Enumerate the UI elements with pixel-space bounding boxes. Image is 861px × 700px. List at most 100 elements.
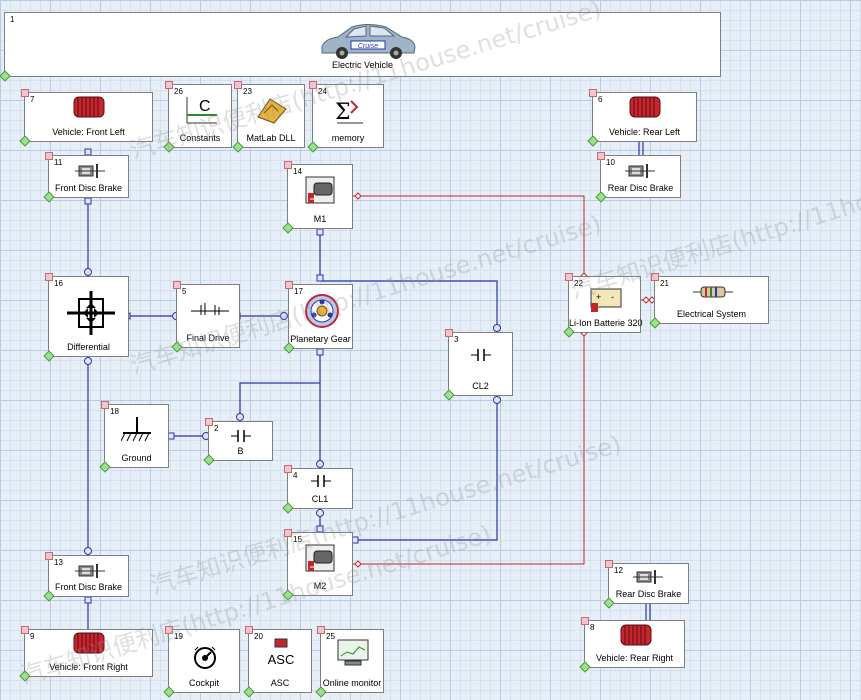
constants-letter: C (199, 98, 211, 115)
block-number: 2 (214, 424, 219, 433)
svg-text:+: + (596, 292, 601, 302)
clutch-icon (231, 430, 251, 442)
flag-icon (21, 626, 29, 634)
block-front-right-wheel[interactable]: 9 Vehicle: Front Right (19, 626, 153, 682)
block-planetary-gear[interactable]: 17 Planetary Gear (283, 281, 353, 354)
wheel-icon (629, 96, 661, 118)
block-label: CL2 (472, 381, 489, 391)
block-label: memory (331, 133, 365, 143)
block-front-left-wheel[interactable]: 7 Vehicle: Front Left (19, 89, 153, 147)
clutch-icon (311, 475, 331, 487)
flag-icon (589, 89, 597, 97)
block-number: 22 (574, 279, 583, 288)
flag-icon (284, 161, 292, 169)
flag-icon (284, 465, 292, 473)
block-label: M1 (313, 214, 327, 224)
block-number: 18 (110, 407, 119, 416)
block-number: 25 (326, 632, 335, 641)
logo-text: Cruise (358, 43, 378, 50)
flag-icon (165, 81, 173, 89)
block-rear-right-wheel[interactable]: 8 Vehicle: Rear Right (579, 617, 685, 673)
block-clutch-cl1[interactable]: 4 CL1 (282, 465, 353, 514)
wheel-icon (620, 624, 652, 646)
block-rear-left-wheel[interactable]: 6 Vehicle: Rear Left (587, 89, 697, 147)
flag-icon (45, 273, 53, 281)
block-front-disc-brake[interactable]: 11 Front Disc Brake (43, 152, 129, 203)
title-block[interactable]: 1 Cruise Electric Vehicle (0, 12, 721, 82)
block-clutch-cl2[interactable]: 3 CL2 (443, 329, 513, 401)
flag-icon (101, 401, 109, 409)
block-number: 7 (30, 95, 35, 104)
block-number: 8 (590, 623, 595, 632)
block-asc[interactable]: 20 ASC ASC (243, 626, 312, 698)
block-label: Constants (179, 133, 221, 143)
block-label: Vehicle: Rear Left (608, 127, 681, 137)
block-final-drive[interactable]: 5 Final Drive (171, 281, 240, 353)
final-drive-icon (191, 303, 229, 315)
block-label: Front Disc Brake (54, 183, 123, 193)
block-ground[interactable]: 18 Ground (99, 401, 169, 473)
block-online-monitor[interactable]: 25 Online monitor (315, 626, 384, 698)
block-matlab-dll[interactable]: 23 MatLab DLL (232, 81, 305, 153)
wheel-icon (73, 96, 105, 118)
block-number: 13 (54, 558, 63, 567)
flag-icon (651, 273, 659, 281)
block-label: ASC (270, 678, 290, 688)
block-front-disc-brake-right[interactable]: 13 Front Disc Brake (43, 552, 129, 602)
disc-brake-icon (75, 164, 105, 178)
flag-icon (205, 418, 213, 426)
block-number: 12 (614, 566, 623, 575)
monitor-icon (337, 639, 369, 666)
planetary-gear-icon (305, 294, 339, 328)
block-number: 4 (293, 471, 298, 480)
block-cockpit[interactable]: 19 Cockpit (163, 626, 240, 698)
block-label: Final Drive (186, 333, 230, 343)
car-icon: Cruise (321, 24, 416, 59)
block-brake-b[interactable]: 2 B (203, 418, 273, 466)
asc-icon-text: ASC (268, 652, 295, 667)
block-number: 16 (54, 279, 63, 288)
block-number: 21 (660, 279, 669, 288)
block-label: M2 (313, 581, 327, 591)
wheel-icon (73, 632, 105, 654)
svg-text:-: - (611, 292, 614, 302)
flag-icon (605, 560, 613, 568)
block-number: 19 (174, 632, 183, 641)
block-motor-m2[interactable]: 15 M2 (282, 529, 353, 601)
flag-icon (245, 626, 253, 634)
clutch-icon (471, 349, 491, 361)
block-number: 26 (174, 87, 183, 96)
block-label: Vehicle: Front Left (52, 127, 125, 137)
electric-motor-icon (305, 544, 335, 572)
block-constants[interactable]: 26 C Constants (163, 81, 232, 153)
block-label: Online monitor (322, 678, 382, 688)
disc-brake-icon (633, 570, 663, 584)
block-motor-m1[interactable]: 14 M1 (282, 161, 353, 234)
block-rear-disc-brake[interactable]: 10 Rear Disc Brake (595, 152, 681, 203)
block-number: 3 (454, 335, 459, 344)
electric-motor-icon (305, 176, 335, 204)
block-number: 6 (598, 95, 603, 104)
constants-icon: C (186, 97, 217, 124)
block-li-ion-battery[interactable]: 22 + - Li-Ion Batterie 320 (563, 273, 643, 338)
block-memory[interactable]: 24 Σ memory (307, 81, 384, 153)
block-electrical-system[interactable]: 21 Electrical System (649, 273, 769, 329)
memory-icon: Σ (335, 100, 363, 125)
flag-icon (597, 152, 605, 160)
block-number: 23 (243, 87, 252, 96)
flag-icon (309, 81, 317, 89)
flag-icon (45, 552, 53, 560)
block-differential[interactable]: 16 Differential (43, 273, 129, 362)
flag-icon (234, 81, 242, 89)
block-label: B (237, 446, 244, 456)
block-rear-disc-brake-right[interactable]: 12 Rear Disc Brake (603, 560, 689, 609)
block-label: Ground (121, 453, 152, 463)
block-label: Electrical System (676, 309, 747, 319)
flag-icon (581, 617, 589, 625)
flag-icon (173, 281, 181, 289)
block-label: Vehicle: Front Right (49, 662, 128, 672)
block-number: 20 (254, 632, 263, 641)
flag-icon (284, 529, 292, 537)
flag-icon (285, 281, 293, 289)
flag-icon (565, 273, 573, 281)
